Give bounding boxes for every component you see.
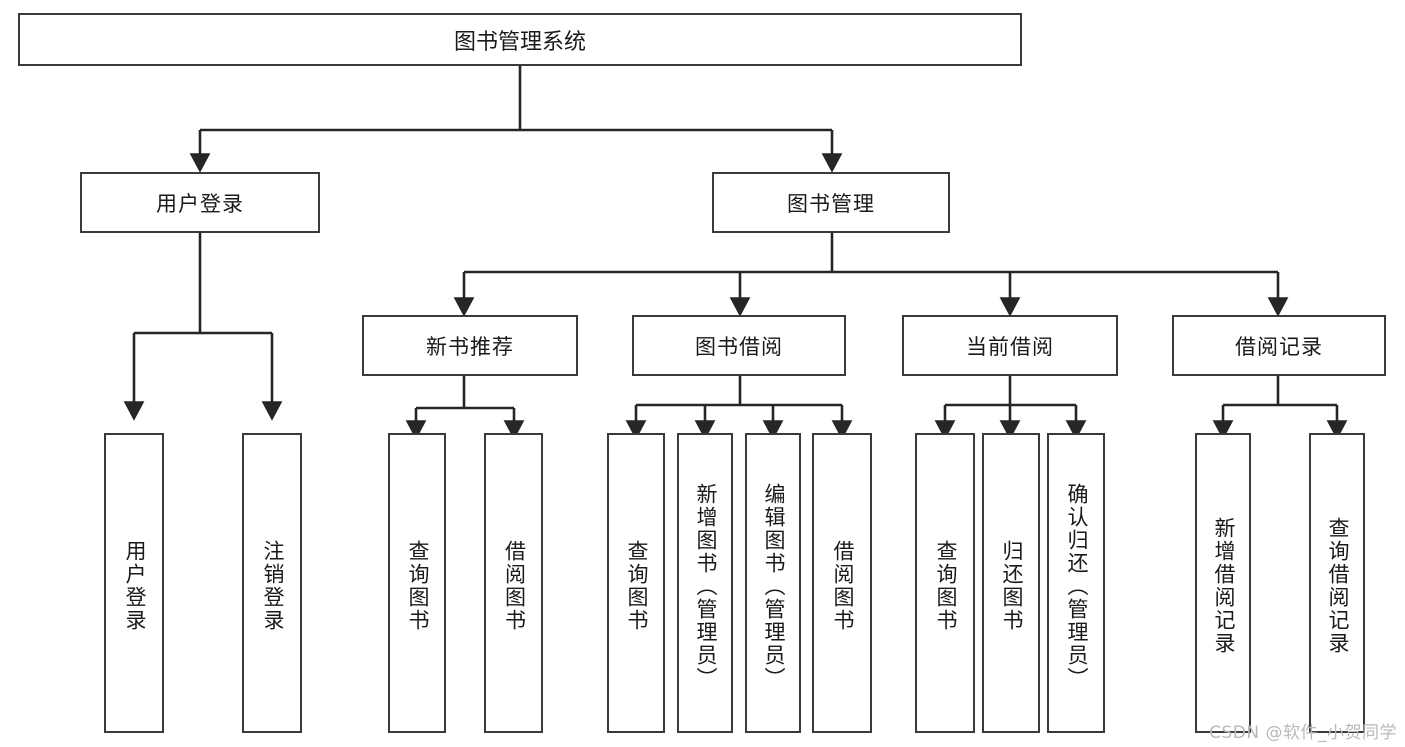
leaf-label: 查询借阅记录 bbox=[1325, 517, 1350, 655]
leaf-label: 编辑图书（管理员） bbox=[761, 482, 786, 690]
leaf-label: 查询图书 bbox=[933, 540, 958, 632]
node-book-borrow[interactable]: 图书借阅 bbox=[632, 315, 846, 376]
leaf-borrow-record-add[interactable]: 新增借阅记录 bbox=[1195, 433, 1251, 733]
node-borrow-record[interactable]: 借阅记录 bbox=[1172, 315, 1386, 376]
leaf-current-borrow-confirm[interactable]: 确认归还（管理员） bbox=[1047, 433, 1105, 733]
leaf-book-borrow-borrow[interactable]: 借阅图书 bbox=[812, 433, 872, 733]
leaf-book-borrow-query[interactable]: 查询图书 bbox=[607, 433, 665, 733]
leaf-book-borrow-edit[interactable]: 编辑图书（管理员） bbox=[745, 433, 801, 733]
node-new-book-recommend-label: 新书推荐 bbox=[426, 334, 514, 359]
leaf-new-book-query[interactable]: 查询图书 bbox=[388, 433, 446, 733]
leaf-label: 用户登录 bbox=[122, 540, 147, 632]
node-current-borrow[interactable]: 当前借阅 bbox=[902, 315, 1118, 376]
leaf-label: 归还图书 bbox=[999, 540, 1024, 632]
node-book-management-label: 图书管理 bbox=[787, 191, 875, 216]
leaf-current-borrow-return[interactable]: 归还图书 bbox=[982, 433, 1040, 733]
leaf-book-borrow-add[interactable]: 新增图书（管理员） bbox=[677, 433, 733, 733]
node-root[interactable]: 图书管理系统 bbox=[18, 13, 1022, 66]
watermark: CSDN @软件_小贺同学 bbox=[1209, 723, 1397, 743]
node-user-login[interactable]: 用户登录 bbox=[80, 172, 320, 233]
leaf-user-login-login[interactable]: 用户登录 bbox=[104, 433, 164, 733]
node-borrow-record-label: 借阅记录 bbox=[1235, 334, 1323, 359]
node-book-management[interactable]: 图书管理 bbox=[712, 172, 950, 233]
leaf-label: 新增图书（管理员） bbox=[693, 482, 718, 690]
leaf-user-login-logout[interactable]: 注销登录 bbox=[242, 433, 302, 733]
leaf-label: 借阅图书 bbox=[830, 540, 855, 632]
leaf-current-borrow-query[interactable]: 查询图书 bbox=[915, 433, 975, 733]
leaf-label: 查询图书 bbox=[405, 540, 430, 632]
leaf-label: 借阅图书 bbox=[502, 540, 527, 632]
node-user-login-label: 用户登录 bbox=[156, 191, 244, 216]
node-book-borrow-label: 图书借阅 bbox=[695, 334, 783, 359]
leaf-label: 注销登录 bbox=[260, 540, 285, 632]
node-current-borrow-label: 当前借阅 bbox=[966, 334, 1054, 359]
leaf-new-book-borrow[interactable]: 借阅图书 bbox=[484, 433, 543, 733]
leaf-label: 确认归还（管理员） bbox=[1064, 482, 1089, 690]
leaf-borrow-record-query[interactable]: 查询借阅记录 bbox=[1309, 433, 1365, 733]
leaf-label: 新增借阅记录 bbox=[1211, 517, 1236, 655]
node-root-label: 图书管理系统 bbox=[453, 29, 586, 55]
node-new-book-recommend[interactable]: 新书推荐 bbox=[362, 315, 578, 376]
leaf-label: 查询图书 bbox=[624, 540, 649, 632]
